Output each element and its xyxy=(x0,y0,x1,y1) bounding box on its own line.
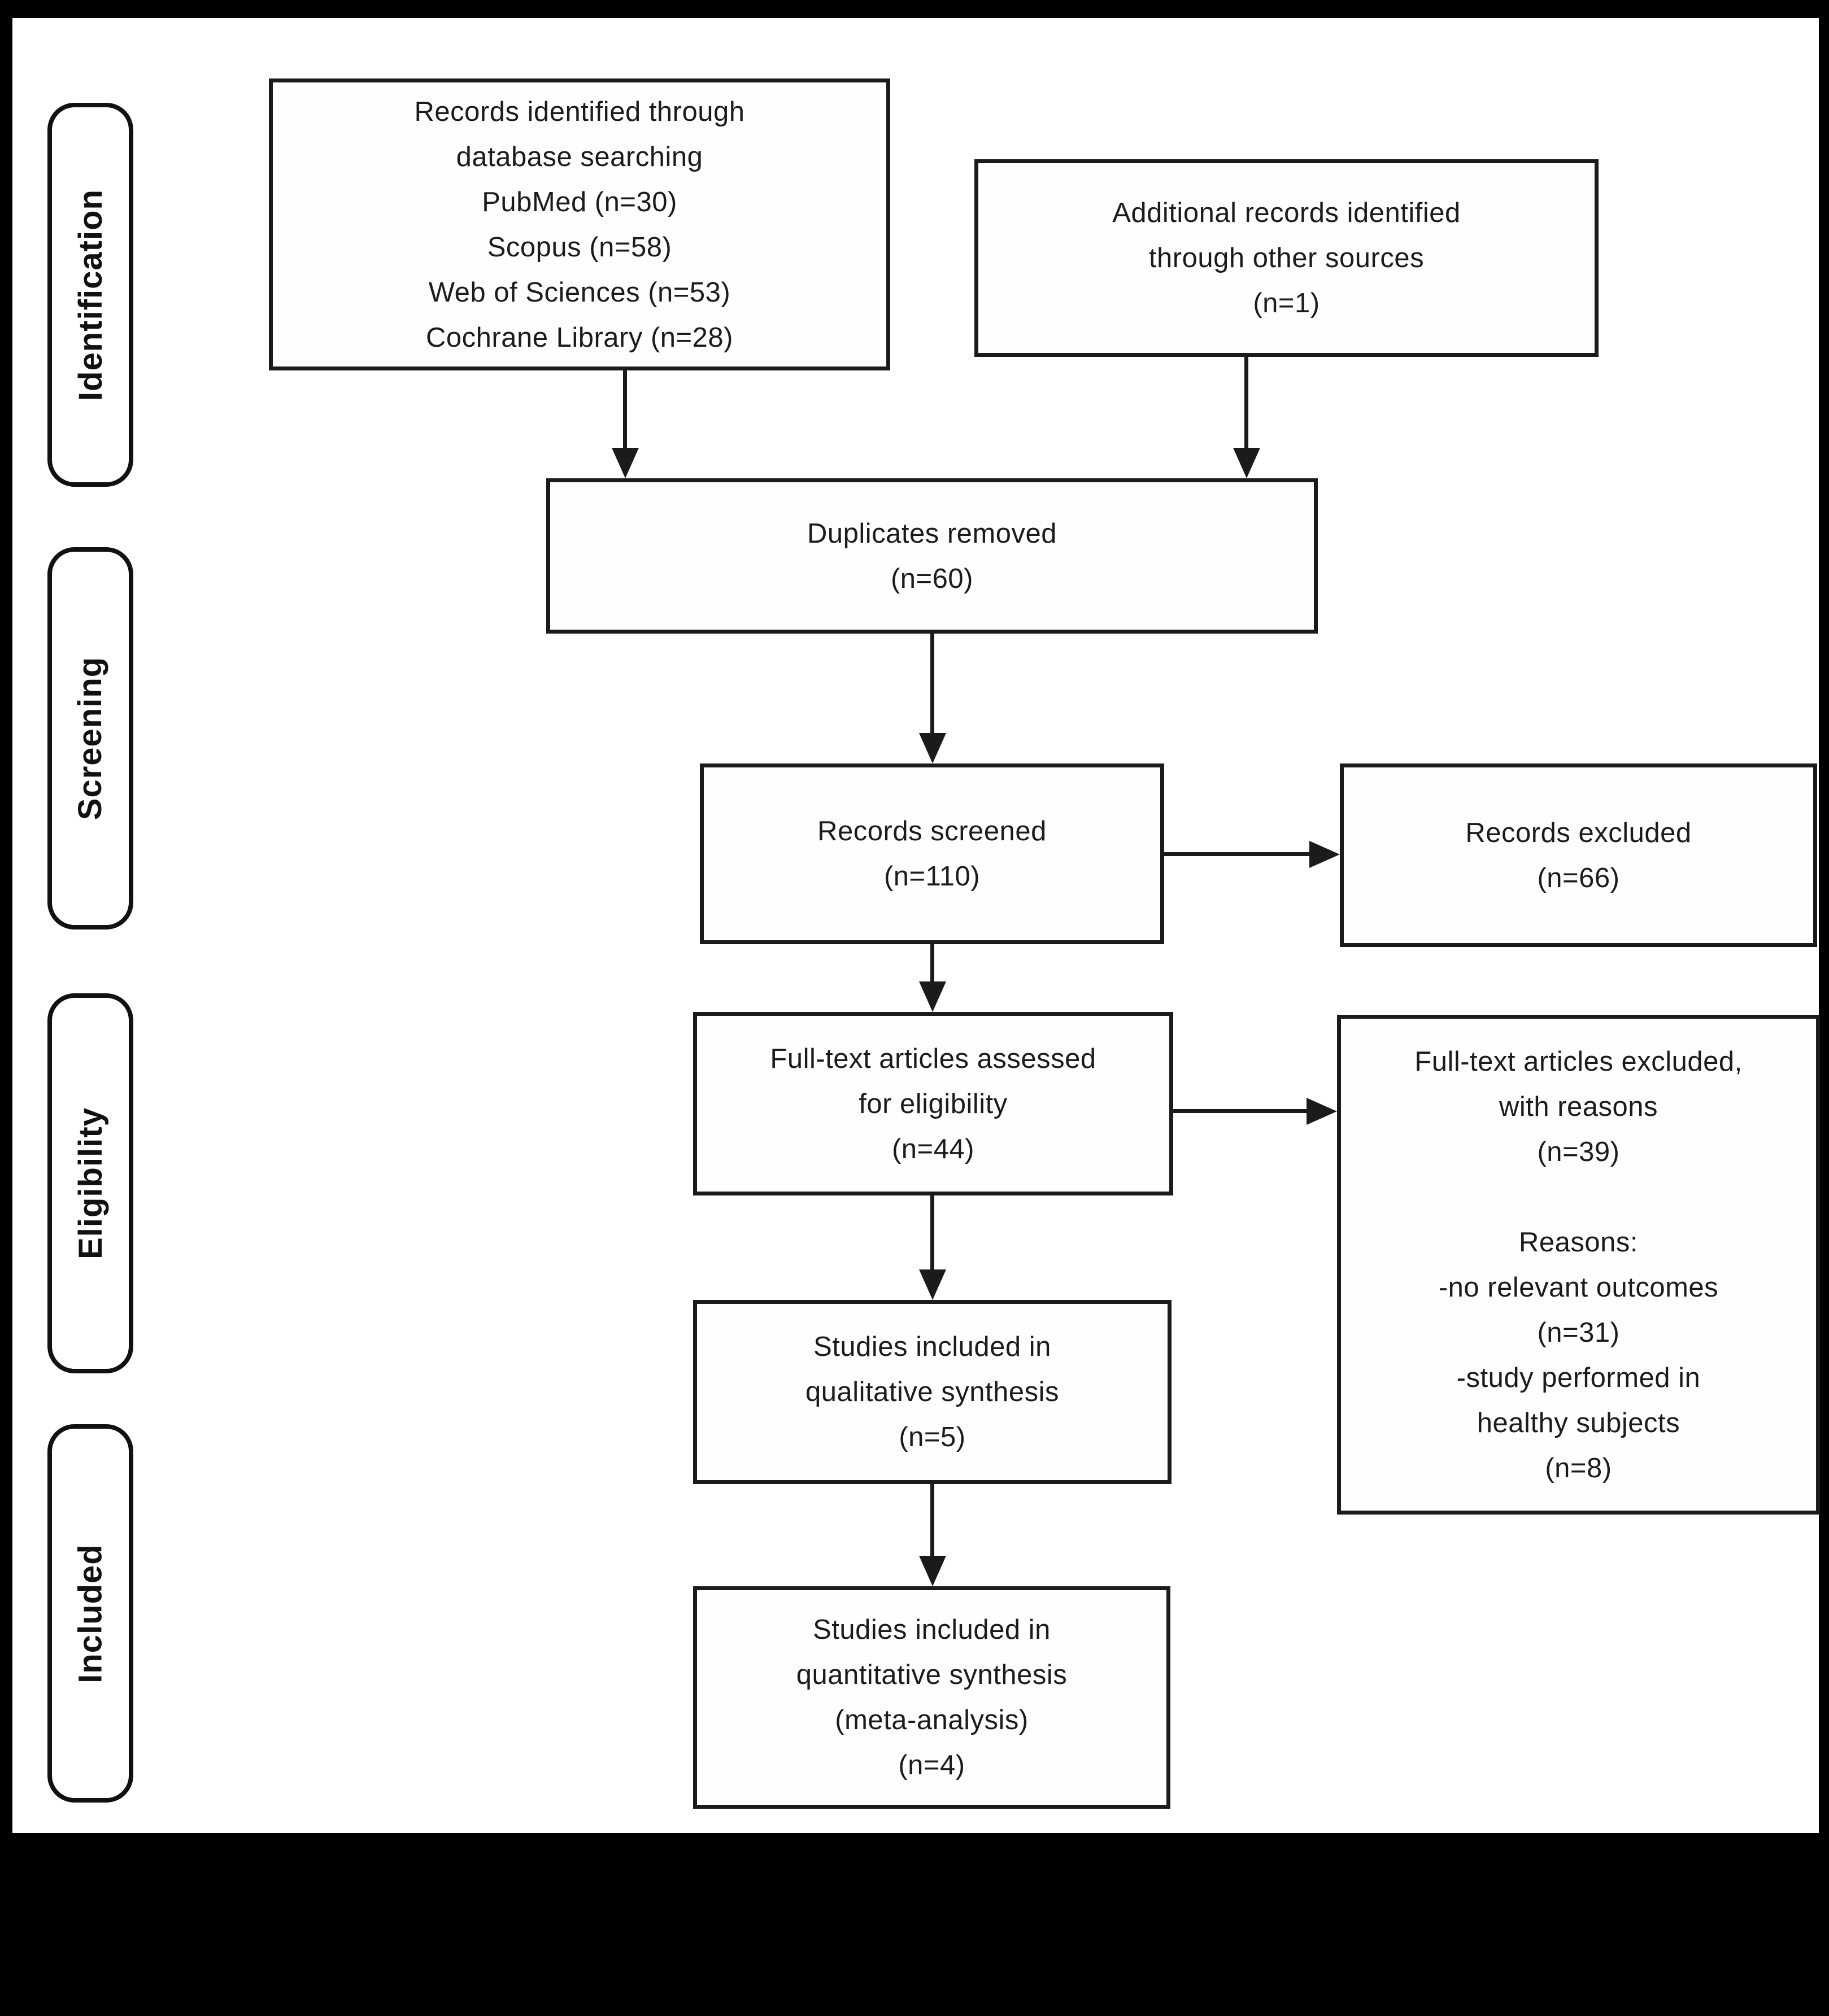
box-records-excluded: Records excluded (n=66) xyxy=(1340,763,1817,947)
stage-included: Included xyxy=(47,1424,133,1803)
box-fulltext-assessed-text: Full-text articles assessed for eligibil… xyxy=(770,1043,1096,1164)
arrow-screened-to-excluded xyxy=(1164,852,1310,856)
box-additional-records-text: Additional records identified through ot… xyxy=(1112,198,1461,318)
arrow-additional-to-duplicates xyxy=(1244,357,1248,449)
box-records-screened-text: Records screened (n=110) xyxy=(817,816,1047,892)
box-quantitative-synthesis: Studies included in quantitative synthes… xyxy=(693,1586,1170,1809)
box-qualitative-synthesis: Studies included in qualitative synthesi… xyxy=(693,1300,1172,1484)
box-fulltext-excluded: Full-text articles excluded, with reason… xyxy=(1337,1015,1820,1515)
arrow-qualitative-to-quantitative xyxy=(930,1484,934,1557)
box-records-screened: Records screened (n=110) xyxy=(700,763,1164,944)
box-records-excluded-text: Records excluded (n=66) xyxy=(1465,817,1692,893)
stage-screening: Screening xyxy=(47,547,133,930)
box-fulltext-excluded-text: Full-text articles excluded, with reason… xyxy=(1414,1046,1743,1483)
stage-screening-label: Screening xyxy=(72,656,109,821)
box-records-identified-text: Records identified through database sear… xyxy=(414,96,745,353)
arrow-assessed-to-qualitative xyxy=(930,1195,934,1271)
box-additional-records: Additional records identified through ot… xyxy=(974,159,1599,357)
stage-identification-label: Identification xyxy=(72,189,109,401)
arrow-identified-to-duplicates xyxy=(623,370,627,449)
stage-eligibility-label: Eligibility xyxy=(72,1107,109,1259)
arrow-screened-to-assessed xyxy=(930,944,934,983)
stage-included-label: Included xyxy=(72,1543,109,1683)
diagram-panel: Identification Screening Eligibility Inc… xyxy=(12,18,1820,1833)
box-duplicates-removed-text: Duplicates removed (n=60) xyxy=(807,518,1057,594)
box-records-identified: Records identified through database sear… xyxy=(269,78,890,370)
stage-eligibility: Eligibility xyxy=(47,993,133,1373)
stage-identification: Identification xyxy=(47,103,133,487)
box-quantitative-synthesis-text: Studies included in quantitative synthes… xyxy=(796,1614,1068,1781)
arrow-assessed-to-fulltext-excluded xyxy=(1173,1109,1308,1113)
box-duplicates-removed: Duplicates removed (n=60) xyxy=(546,478,1318,634)
box-fulltext-assessed: Full-text articles assessed for eligibil… xyxy=(693,1012,1173,1195)
box-qualitative-synthesis-text: Studies included in qualitative synthesi… xyxy=(805,1332,1059,1452)
arrow-duplicates-to-screened xyxy=(930,634,934,734)
